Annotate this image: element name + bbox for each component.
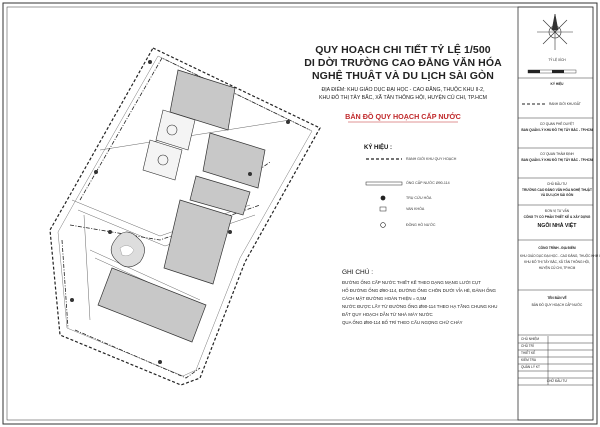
note-line: ĐẤT QUY HOẠCH DẪN TỪ NHÀ MÁY NƯỚC: [342, 312, 433, 317]
tb-appraiser-name: BAN QUẢN LÝ KHU ĐÔ THỊ TÂY BẮC - TP.HCM: [521, 158, 593, 162]
scale-label: TỶ LỆ XÍCH: [548, 58, 566, 62]
tb-staff-role: KIỂM TRA: [521, 358, 536, 362]
tb-firm-name: NGÔI NHÀ VIỆT: [537, 223, 577, 229]
note-line: NƯỚC ĐƯỢC LẤY TỪ ĐƯỜNG ỐNG Ø90-114 THEO …: [342, 304, 498, 309]
notes-heading: GHI CHÚ :: [342, 269, 374, 276]
tb-investor-role: CHỦ ĐẦU TƯ: [546, 182, 568, 186]
building-e: [97, 267, 207, 343]
title-block-frame: [517, 6, 594, 421]
map-title-line-2: DI DỜI TRƯỜNG CAO ĐẲNG VĂN HÓA: [304, 57, 502, 69]
legend-symbols: [365, 158, 403, 228]
legend-meter: ĐỒNG HỒ NƯỚC: [406, 223, 436, 227]
tb-sheet-label: TÊN BẢN VẼ: [547, 296, 567, 300]
tb-consultant-role: ĐƠN VỊ TƯ VẤN: [544, 209, 570, 213]
legend-boundary: RANH GIỚI KHU QUY HOẠCH: [406, 157, 457, 161]
tb-investor-name-1: TRƯỜNG CAO ĐẲNG VĂN HÓA NGHỆ THUẬT: [522, 188, 592, 192]
building-b: [202, 132, 266, 189]
location-line-1: ĐỊA ĐIỂM: KHU GIÁO DỤC ĐẠI HỌC - CAO ĐẲN…: [321, 87, 485, 93]
legend-valve: VAN KHÓA: [406, 207, 425, 211]
map-subtitle: BẢN ĐỒ QUY HOẠCH CẤP NƯỚC: [345, 112, 461, 121]
tb-approver-role: CƠ QUAN PHÊ DUYỆT: [539, 122, 575, 126]
map-title-line-1: QUY HOẠCH CHI TIẾT TỶ LỆ 1/500: [315, 44, 491, 56]
location-line-2: KHU ĐÔ THỊ TÂY BẮC, XÃ TÂN THÔNG HỘI, HU…: [319, 95, 487, 101]
legend-heading: KÝ HIỆU :: [364, 145, 393, 151]
tb-staff-role: THIẾT KẾ: [521, 351, 536, 355]
tb-staff-role: QUẢN LÝ KT: [521, 365, 540, 369]
note-line: ĐƯỜNG ỐNG CẤP NƯỚC THIẾT KẾ THEO DẠNG MẠ…: [342, 280, 481, 285]
legend-hydrant: TRỤ CỨU HỎA: [406, 196, 432, 200]
note-line: HỐ ĐƯỜNG ỐNG Ø90-114, ĐƯỜNG ỐNG CHÔN DƯỚ…: [342, 288, 496, 293]
hydrant-markers: [70, 60, 290, 364]
tb-project-line: KHU GIÁO DỤC ĐẠI HỌC - CAO ĐẲNG, THUỘC K…: [520, 254, 600, 258]
tb-investor-name-2: VÀ DU LỊCH SÀI GÒN: [540, 193, 574, 197]
tb-sheet-name: BẢN ĐỒ QUY HOẠCH CẤP NƯỚC: [531, 303, 583, 307]
tb-staff-role: CHỦ NHIỆM: [521, 337, 540, 341]
tb-footer: CHỮ ĐẦU TƯ: [546, 379, 568, 383]
tb-appraiser-role: CƠ QUAN THẨM ĐỊNH: [540, 152, 574, 156]
note-line: QUA ỐNG Ø90-114 BỐ TRÍ THEO CẤU NGỌNG CH…: [342, 320, 463, 325]
sports-courts: [142, 109, 196, 181]
building-c: [189, 175, 251, 216]
tb-consultant-name: CÔNG TY CỔ PHẦN THIẾT KẾ & XÂY DỰNG: [523, 215, 591, 219]
site-boundary: [49, 47, 321, 386]
scale-bar: [527, 69, 577, 74]
buildings: [97, 69, 266, 343]
note-line: CÁCH MẶT ĐƯỜNG HOÀN THIỆN = 0,5M: [342, 296, 427, 301]
north-arrow-icon: [537, 13, 573, 50]
legend-pipe: ỐNG CẤP NƯỚC Ø90-114: [406, 181, 450, 185]
tb-key-item: RANH GIỚI KHU ĐẤT: [549, 102, 581, 106]
map-title-line-3: NGHỆ THUẬT VÀ DU LỊCH SÀI GÒN: [312, 70, 494, 82]
building-d: [163, 199, 233, 285]
tb-project-line: HUYỆN CỦ CHI, TP.HCM: [538, 266, 576, 270]
tb-approver-name: BAN QUẢN LÝ KHU ĐÔ THỊ TÂY BẮC - TP.HCM: [521, 128, 593, 132]
tb-key-label: KÝ HIỆU: [550, 82, 564, 86]
building-a: [169, 69, 236, 131]
tb-staff-role: CHỦ TRÌ: [521, 344, 534, 348]
tb-project-head: CÔNG TRÌNH - ĐỊA ĐIỂM: [538, 246, 576, 250]
tb-project-line: KHU ĐÔ THỊ TÂY BẮC, XÃ TÂN THÔNG HỘI,: [524, 260, 590, 264]
